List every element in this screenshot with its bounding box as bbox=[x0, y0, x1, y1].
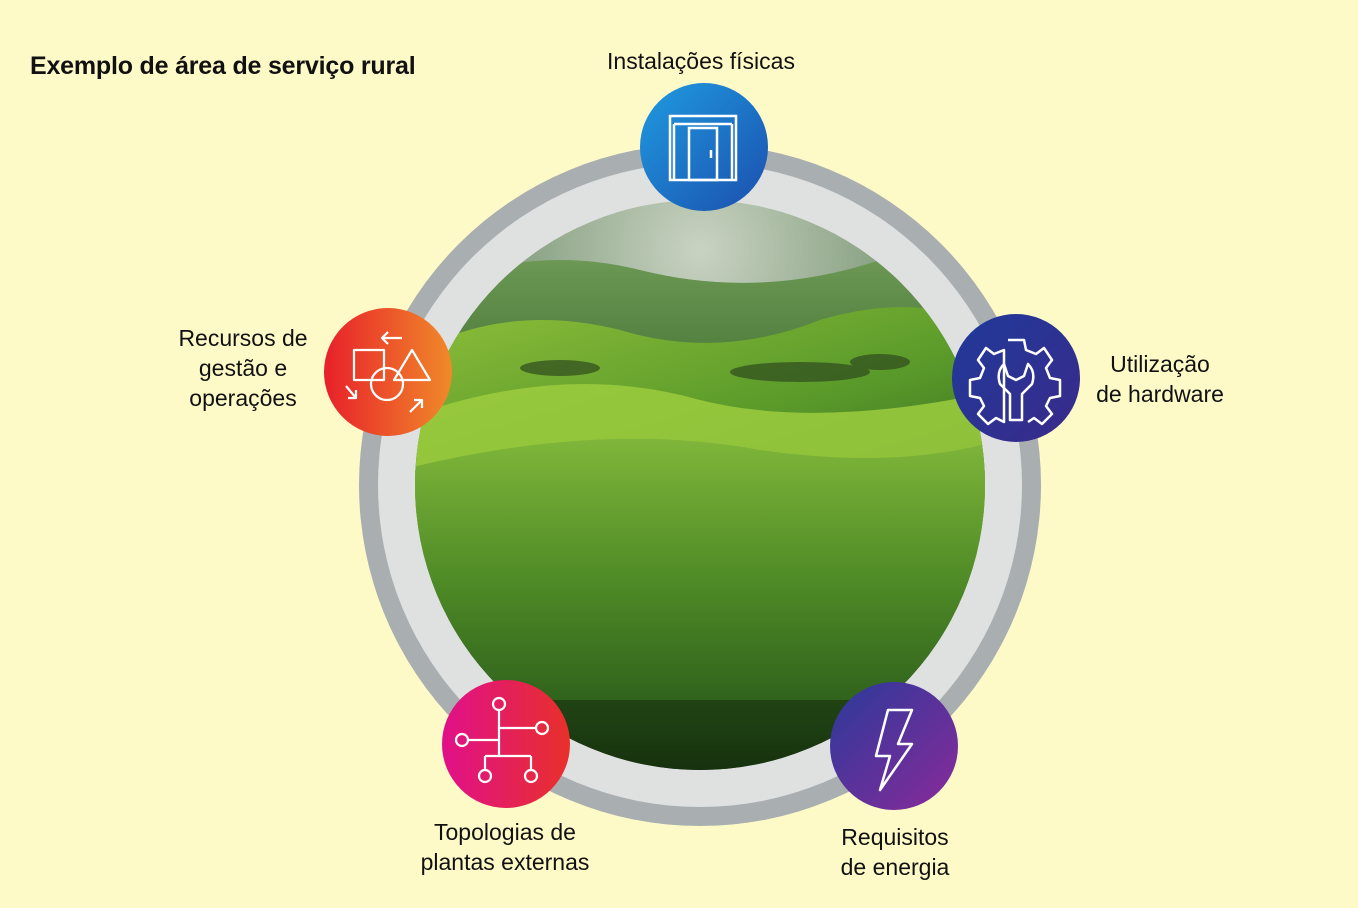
node-energy bbox=[830, 682, 958, 810]
label-hardware: Utilização de hardware bbox=[1086, 349, 1234, 409]
node-topology bbox=[442, 680, 570, 808]
node-installations bbox=[640, 83, 768, 211]
node-operations bbox=[324, 308, 452, 436]
label-topology: Topologias de plantas externas bbox=[405, 817, 605, 877]
node-hardware bbox=[952, 314, 1080, 442]
label-energy: Requisitos de energia bbox=[820, 822, 970, 882]
label-operations: Recursos de gestão e operações bbox=[150, 323, 336, 413]
label-installations: Instalações físicas bbox=[596, 46, 806, 76]
